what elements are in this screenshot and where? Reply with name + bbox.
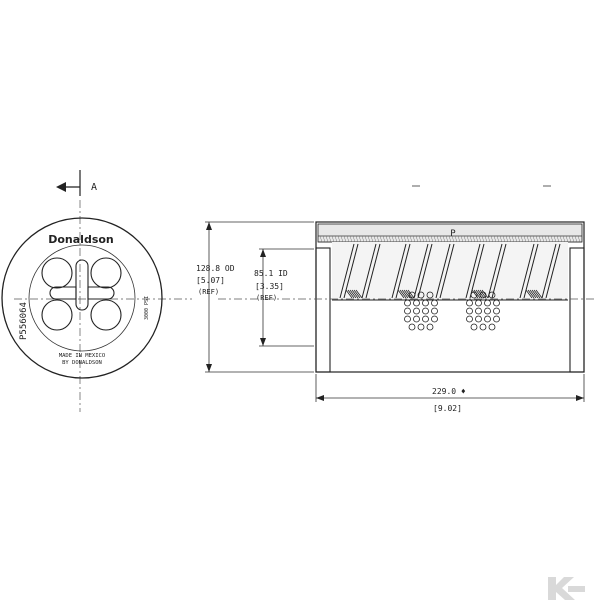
logo-bar-shape (568, 586, 585, 592)
arrow-icon (206, 222, 212, 230)
end-view: A Donaldson P556064 3000 PSI MADE IN MEX… (1, 170, 192, 412)
od-value: 128.8 OD (196, 264, 235, 273)
port-hole-top-left (41, 257, 73, 289)
port-hole-top-right (90, 257, 122, 289)
inner-ring (28, 244, 136, 352)
logo-k-shape (548, 577, 575, 600)
length-value: 229.0 ♦ (432, 387, 466, 396)
id-inch: [3.35] (255, 282, 284, 291)
arrow-icon (206, 364, 212, 372)
band-hatch (319, 235, 581, 243)
arrow-icon (576, 395, 584, 401)
end-cap-right (569, 247, 585, 373)
side-view: P (218, 185, 596, 373)
pressure-text: 3000 PSI (144, 296, 150, 320)
arrow-icon (316, 395, 324, 401)
made-in-text: MADE IN MEXICO (59, 353, 105, 359)
slot-lobes (49, 259, 115, 311)
made-by-text: BY DONALDSON (62, 360, 102, 366)
length-inch: [9.02] (433, 404, 462, 413)
id-value: 85.1 ID (254, 269, 288, 278)
perforation-cluster-right (466, 291, 500, 331)
brand-text: Donaldson (48, 233, 114, 246)
section-label: A (91, 182, 97, 193)
dimensions: 128.8 OD [5.07] (REF) 85.1 ID [3.35] (RE… (196, 221, 585, 413)
arrow-icon (260, 338, 266, 346)
section-arrow-head (56, 182, 66, 192)
outer-rim (1, 217, 163, 379)
port-hole-bottom-left (41, 299, 73, 331)
od-ref: (REF) (198, 288, 219, 296)
watermark-logo (548, 577, 585, 600)
arrow-icon (260, 249, 266, 257)
od-inch: [5.07] (196, 276, 225, 285)
pleat-lines (339, 243, 561, 299)
end-cap-left (315, 247, 331, 373)
part-number: P556064 (19, 302, 29, 340)
port-hole-bottom-right (90, 299, 122, 331)
perforation-cluster-left (404, 291, 438, 331)
id-ref: (REF) (256, 294, 277, 302)
flow-label: P (450, 229, 456, 239)
